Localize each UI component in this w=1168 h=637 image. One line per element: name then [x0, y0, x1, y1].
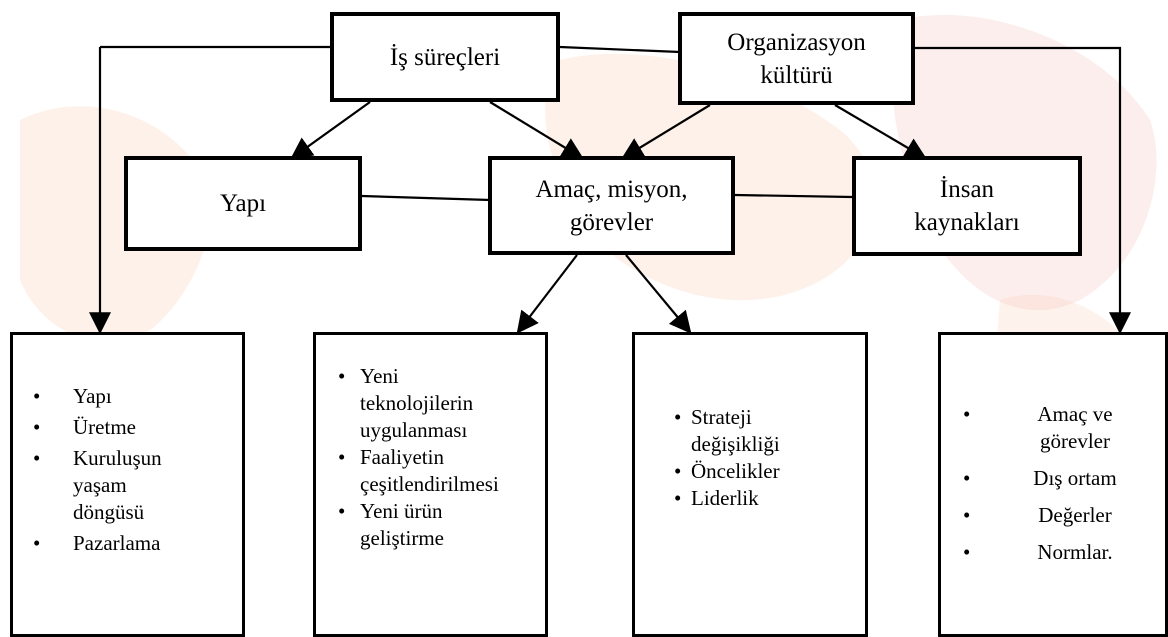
list-item: • Yapı	[13, 383, 242, 410]
node-is-surecleri: İş süreçleri	[330, 12, 560, 102]
list-item: • Öncelikler	[635, 458, 865, 485]
list-is-surecleri: • Yapı • Üretme • Kuruluşun yaşam döngüsü • Paz…	[13, 383, 242, 557]
connector-organizasyon-to-insan	[834, 104, 927, 160]
list-item: • Liderlik	[635, 485, 865, 512]
connector-organizasyon-to-amac	[621, 104, 711, 160]
connector-is-organizasyon	[559, 45, 681, 54]
list-item: • Üretme	[13, 414, 242, 441]
bullet-icon: •	[33, 384, 41, 408]
list-item: • Amaç ve görevler	[941, 401, 1165, 455]
list-item-text: Amaç ve görevler	[1037, 402, 1113, 453]
node-organizasyon-kulturu-label: Organizasyon kültürü	[727, 28, 866, 89]
list-item-text: Kuruluşun yaşam döngüsü	[73, 446, 162, 524]
list-item: • Yeni ürün geliştirme	[316, 498, 545, 552]
list-item-text: Normlar.	[1037, 540, 1113, 564]
list-item: • Kuruluşun yaşam döngüsü	[13, 445, 242, 526]
list-box-amac-right: • Strateji değişikliği • Öncelikler • Liderli…	[632, 332, 868, 637]
list-amac-right: • Strateji değişikliği • Öncelikler • Liderli…	[635, 404, 865, 512]
bullet-icon: •	[674, 405, 682, 429]
list-item-text: Dış ortam	[1033, 466, 1117, 490]
list-item: • Dış ortam	[941, 465, 1165, 492]
list-box-amac-left: • Yeni teknolojilerin uygulanması • Faaliye…	[313, 332, 548, 637]
node-yapi-label: Yapı	[219, 190, 267, 217]
bullet-icon: •	[963, 503, 971, 527]
list-organizasyon: • Amaç ve görevler • Dış ortam • Değerler • Nor…	[941, 401, 1165, 566]
bullet-icon: •	[338, 364, 346, 388]
list-item-text: Yapı	[73, 384, 112, 408]
connector-is-to-yapi	[290, 101, 371, 160]
list-box-organizasyon: • Amaç ve görevler • Dış ortam • Değerler • Nor…	[938, 332, 1168, 637]
list-item-text: Faaliyetin çeşitlendirilmesi	[360, 445, 499, 496]
bullet-icon: •	[33, 415, 41, 439]
node-insan-kaynaklari-label: İnsan kaynakları	[914, 176, 1020, 236]
connector-amac-to-box2	[516, 254, 578, 334]
node-is-surecleri-label: İş süreçleri	[389, 43, 501, 71]
bullet-icon: •	[674, 486, 682, 510]
list-item: • Yeni teknolojilerin uygulanması	[316, 363, 545, 444]
list-item-text: Yeni ürün geliştirme	[360, 499, 444, 550]
list-item-text: Değerler	[1038, 503, 1112, 527]
bullet-icon: •	[33, 531, 41, 555]
node-yapi: Yapı	[124, 156, 362, 251]
list-item-text: Liderlik	[691, 486, 759, 510]
connector-is-to-amac	[489, 101, 584, 160]
list-item: • Değerler	[941, 502, 1165, 529]
connector-yapi-amac	[361, 194, 491, 202]
connector-amac-insan	[734, 193, 853, 199]
node-amac-misyon-gorevler: Amaç, misyon, görevler	[488, 156, 735, 255]
list-item-text: Yeni teknolojilerin uygulanması	[360, 364, 474, 442]
connector-organizasyon-to-box4	[915, 46, 1131, 335]
list-amac-left: • Yeni teknolojilerin uygulanması • Faaliye…	[316, 363, 545, 552]
bullet-icon: •	[338, 445, 346, 469]
bullet-icon: •	[963, 402, 971, 426]
bullet-icon: •	[963, 466, 971, 490]
list-item: • Pazarlama	[13, 530, 242, 557]
bullet-icon: •	[963, 540, 971, 564]
list-item: • Strateji değişikliği	[635, 404, 865, 458]
bullet-icon: •	[338, 499, 346, 523]
bullet-icon: •	[674, 459, 682, 483]
connector-amac-to-box3	[625, 254, 692, 334]
list-item: • Faaliyetin çeşitlendirilmesi	[316, 444, 545, 498]
list-item-text: Pazarlama	[73, 531, 161, 555]
node-amac-misyon-gorevler-label: Amaç, misyon, görevler	[535, 175, 688, 236]
list-box-is-surecleri: • Yapı • Üretme • Kuruluşun yaşam döngüsü • Paz…	[10, 332, 245, 637]
list-item-text: Üretme	[73, 415, 136, 439]
list-item: • Normlar.	[941, 539, 1165, 566]
node-insan-kaynaklari: İnsan kaynakları	[852, 156, 1082, 256]
list-item-text: Strateji değişikliği	[691, 405, 780, 456]
list-item-text: Öncelikler	[691, 459, 780, 483]
bullet-icon: •	[33, 446, 41, 470]
node-organizasyon-kulturu: Organizasyon kültürü	[678, 12, 915, 105]
